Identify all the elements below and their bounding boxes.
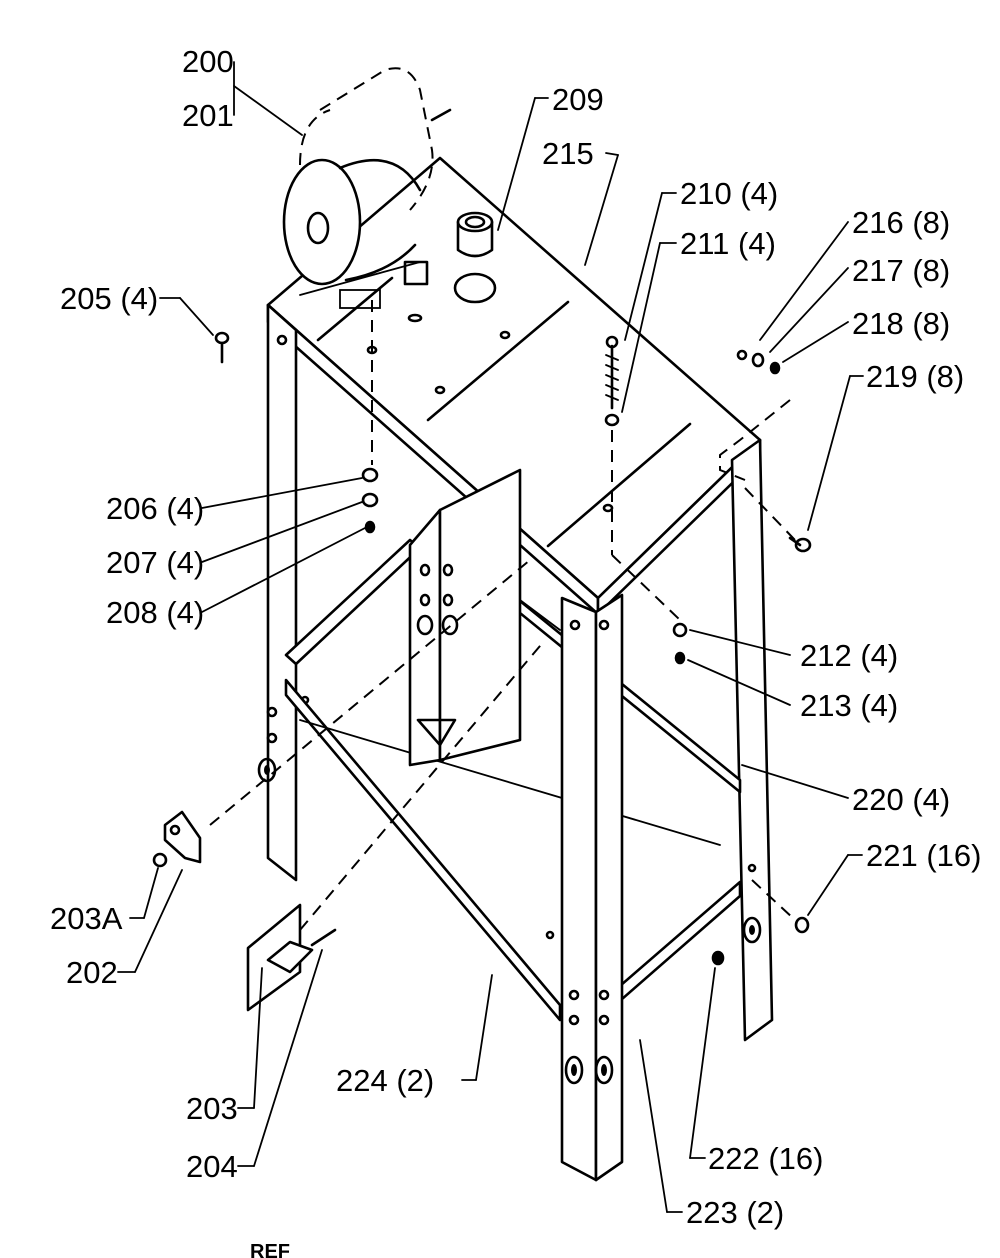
callout-208: 208 (4) — [106, 595, 204, 630]
callout-215: 215 — [542, 136, 594, 171]
callout-204: 204 — [186, 1149, 238, 1184]
callout-223: 223 (2) — [686, 1195, 784, 1230]
callout-216: 216 (8) — [852, 205, 950, 240]
bolt-221 — [751, 879, 810, 934]
callout-205: 205 (4) — [60, 281, 158, 316]
callout-222: 222 (16) — [708, 1141, 823, 1176]
callout-217: 217 (8) — [852, 253, 950, 288]
callout-212: 212 (4) — [800, 638, 898, 673]
callout-213: 213 (4) — [800, 688, 898, 723]
lower-rails — [284, 678, 742, 1022]
stand-drawing — [152, 67, 812, 1182]
left-leg — [257, 303, 298, 882]
nuts-216-218 — [719, 349, 791, 481]
motor — [282, 67, 452, 309]
callout-203A: 203A — [50, 901, 123, 936]
right-leg — [730, 438, 774, 1042]
callout-221: 221 (16) — [866, 838, 981, 873]
callout-220: 220 (4) — [852, 782, 950, 817]
leader-lines — [117, 61, 864, 1213]
callout-224: 224 (2) — [336, 1063, 434, 1098]
bolt-205 — [214, 331, 230, 364]
nuts-206-208 — [361, 300, 379, 534]
nut-222 — [711, 950, 725, 966]
callout-206: 206 (4) — [106, 491, 204, 526]
bolt-210 — [604, 335, 681, 621]
callout-209: 209 — [552, 82, 604, 117]
switch-bracket — [152, 559, 531, 868]
footer-fragment: REF — [250, 1241, 290, 1258]
front-leg — [560, 593, 624, 1182]
bushing-209 — [456, 211, 494, 258]
callout-219: 219 (8) — [866, 359, 964, 394]
callout-203: 203 — [186, 1091, 238, 1126]
callout-labels: 200 201 202 203 203A 204 205 (4) 206 (4)… — [50, 44, 981, 1258]
callout-201: 201 — [182, 98, 234, 133]
nut-212 — [672, 622, 688, 665]
callout-207: 207 (4) — [106, 545, 204, 580]
callout-210: 210 (4) — [680, 176, 778, 211]
callout-202: 202 — [66, 955, 118, 990]
bolt-219 — [744, 487, 812, 553]
callout-211: 211 (4) — [680, 226, 776, 261]
motor-bracket — [408, 468, 522, 767]
callout-218: 218 (8) — [852, 306, 950, 341]
callout-200: 200 — [182, 44, 234, 79]
